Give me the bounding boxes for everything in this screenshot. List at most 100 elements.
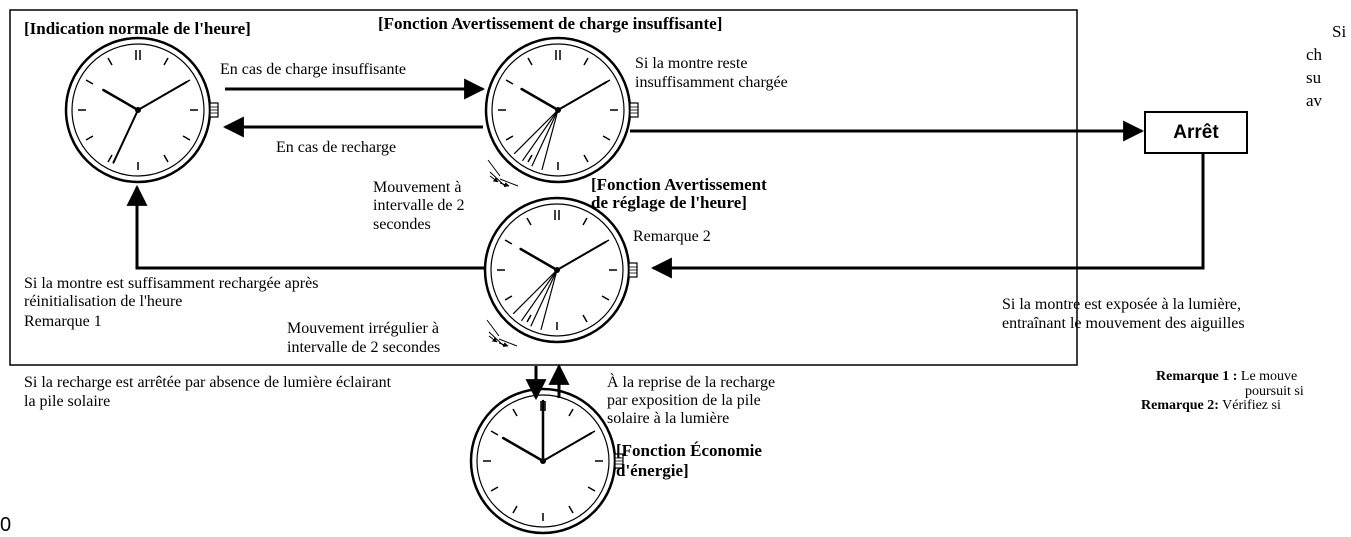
clock-low-charge-warning [484,36,639,184]
hour-marker [527,57,533,66]
hour-marker [163,154,169,163]
clock-normal-time [64,36,219,184]
title-power-save-2: d'énergie] [616,461,689,480]
label-irregular-2: intervalle de 2 secondes [287,339,441,356]
hour-hand [102,88,140,112]
hour-marker [182,135,191,141]
flow-arrows [126,78,1205,401]
title-power-save-1: [Fonction Économie [616,441,762,460]
stop-box: Arrêt [1144,111,1248,154]
hour-marker [107,154,113,163]
note-remark-2: Remarque 2: Vérifiez si [1141,398,1281,414]
minute-hand [542,432,593,462]
label-recharged-1: Si la montre est suffisamment rechargée … [24,275,319,292]
hour-marker [505,79,514,85]
hour-marker [526,314,532,323]
hour-marker [568,408,574,417]
label-recharge: En cas de recharge [276,139,397,156]
clock-center [554,267,560,273]
title-time-setting-warning-2: de réglage de l'heure] [591,193,747,212]
label-irregular-1: Mouvement irrégulier à [287,320,439,337]
clock-time-setting-warning [483,196,638,344]
note-remark-2-label: Remarque 2: [1141,398,1219,413]
clock-center [540,458,546,464]
note-remark-2-text: Vérifiez si [1222,398,1281,413]
label-resume-1: À la reprise de la recharge [607,374,776,391]
second-hand [531,109,559,167]
hour-marker [527,154,533,163]
minute-hand [137,81,188,111]
clock-dial [490,203,624,337]
second-hand [530,269,558,327]
hour-marker [587,486,596,492]
label-insufficient-charge: En cas de charge insuffisante [220,61,407,78]
label-remark-1: Remarque 1 [24,313,102,330]
note-remark-1-label: Remarque 1 : [1156,369,1238,384]
label-two-second-1: Mouvement à [373,179,462,196]
hour-marker [505,135,514,141]
second-hand [541,109,559,171]
label-two-second-3: secondes [373,216,431,233]
second-hand [521,109,559,162]
minute-hand [557,81,608,111]
second-hand [520,269,558,322]
hour-marker [85,135,94,141]
label-recharged-2: réinitialisation de l'heure [24,293,183,310]
hour-marker [490,486,499,492]
hour-marker [602,135,611,141]
hour-marker [582,314,588,323]
side-text-4: av [1306,91,1323,110]
label-exposed-2: entraînant le mouvement des aiguilles [1002,315,1245,332]
arrow-time-setting-to-normal [126,184,485,270]
label-resume-3: solaire à la lumière [607,410,730,427]
hour-marker [583,154,589,163]
label-resume-2: par exposition de la pile [607,392,761,409]
title-low-charge-warning: [Fonction Avertissement de charge insuff… [378,14,723,33]
clock-dial [491,43,625,177]
main-frame [9,9,1078,366]
minute-hand [556,241,607,271]
note-remark-1: Remarque 1 : Le mouve [1156,369,1297,385]
label-stays-low-2: insuffisamment chargée [635,74,788,91]
label-stays-low-1: Si la montre reste [635,55,748,72]
hour-hand [501,436,545,463]
hour-marker [582,217,588,226]
step-indicators [486,159,519,347]
clock-center [555,107,561,113]
hour-hand [519,247,559,272]
title-normal-time: [Indication normale de l'heure] [24,19,251,38]
clock-power-save [469,387,624,535]
clock-dial [71,43,205,177]
arrow-stop-to-time-setting [650,154,1205,279]
hour-marker [504,239,513,245]
label-remark-2: Remarque 2 [633,228,711,245]
hour-marker [512,408,518,417]
hour-marker [107,57,113,66]
hour-marker [85,79,94,85]
note-remark-1-cont: poursuit si [1245,384,1304,399]
hour-marker [504,295,513,301]
hour-marker [526,217,532,226]
hour-marker [512,505,518,514]
note-remark-1-text: Le mouve [1240,369,1298,384]
hour-marker [490,430,499,436]
label-exposed-1: Si la montre est exposée à la lumière, [1002,296,1242,313]
hour-marker [163,57,169,66]
second-hand [112,109,139,164]
label-two-second-2: intervalle de 2 [373,197,465,214]
second-hand [512,269,558,315]
title-time-setting-warning-1: [Fonction Avertissement [591,175,767,194]
clock-center [135,107,141,113]
hour-hand [520,87,560,112]
second-hand [513,109,559,155]
label-recharge-stopped-1: Si la recharge est arrêtée par absence d… [24,374,392,391]
side-text-2: ch [1306,45,1323,64]
hour-marker [568,505,574,514]
hour-marker [601,295,610,301]
label-recharge-stopped-2: la pile solaire [24,393,111,410]
page-number: 0 [0,514,12,536]
hour-marker [583,57,589,66]
side-text-1: Si [1332,22,1347,41]
second-hand [540,269,558,331]
side-text-3: su [1306,68,1322,87]
